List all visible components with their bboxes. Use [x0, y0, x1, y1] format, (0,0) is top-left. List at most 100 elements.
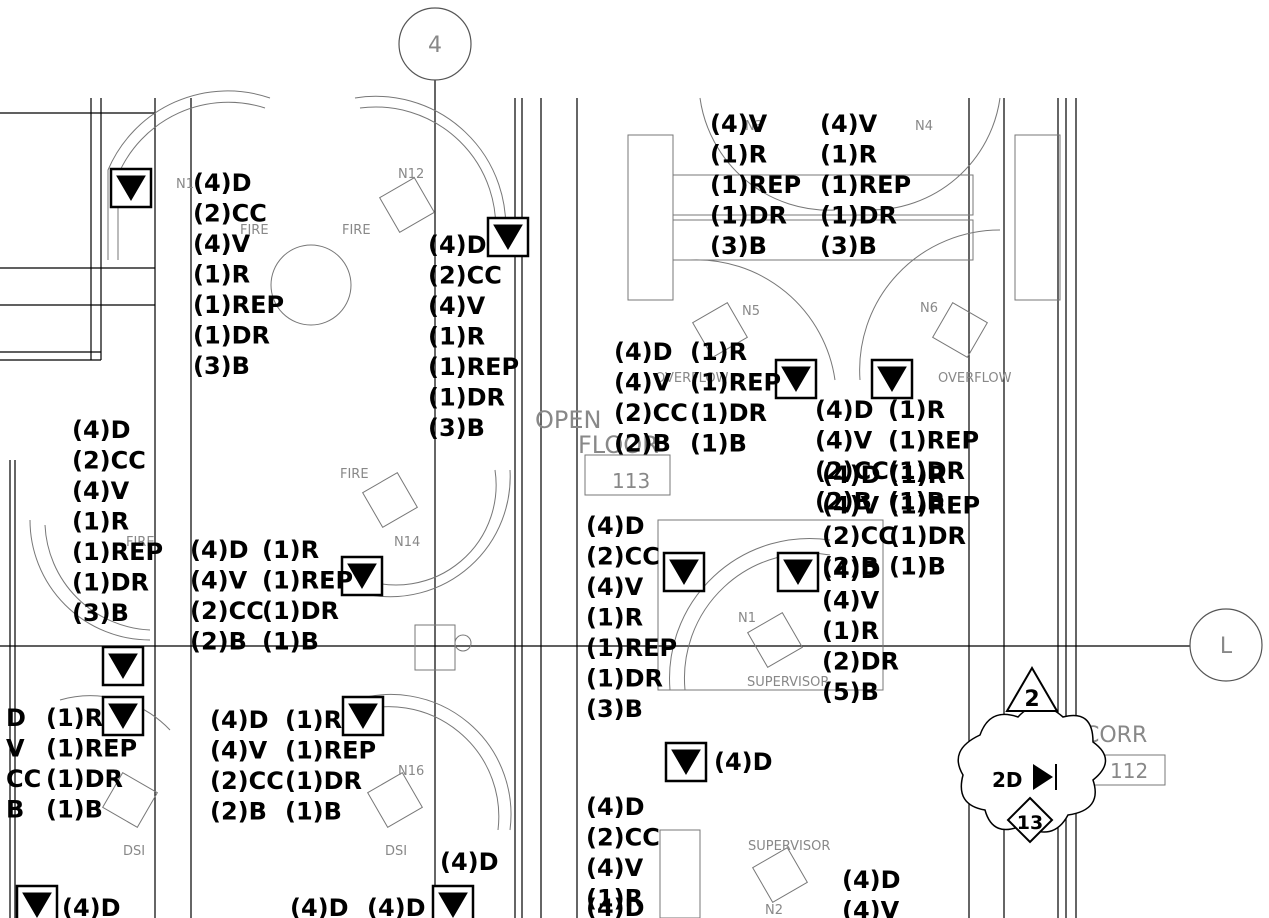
outlet-markers — [15, 167, 914, 918]
outlet-marker-icon — [101, 695, 145, 737]
furniture-code: (4)V — [586, 573, 644, 601]
room-labels: OPEN FLOOR 113 CORR 112 — [535, 406, 1148, 783]
ws-label: N16 — [398, 764, 424, 779]
outlet-marker-icon — [664, 741, 708, 783]
furniture-code: (4)V — [193, 230, 251, 258]
furniture-code: (4)D — [586, 793, 645, 821]
furniture-code: (1)R — [586, 885, 643, 913]
grid-bubble-l: L — [1189, 608, 1263, 682]
furniture-code: (1)R — [262, 536, 319, 564]
furniture-code: (4)D — [586, 512, 645, 540]
furniture-code: (5)B — [822, 678, 879, 706]
ws-label: N1 — [176, 177, 194, 192]
furniture-code: (2)B — [210, 798, 267, 826]
furniture-code: (4)V — [822, 587, 880, 615]
furniture-code: (4)D — [210, 706, 269, 734]
furniture-code: (1)REP — [889, 492, 980, 520]
furniture-code: (1)REP — [586, 634, 677, 662]
furniture-code: (4)V — [586, 854, 644, 882]
room-number-112: 112 — [1110, 759, 1148, 783]
furniture-code: (1)R — [888, 396, 945, 424]
furniture-code: (1)DR — [690, 399, 767, 427]
furniture-code: (1)B — [285, 798, 342, 826]
furniture-code: (4)V — [428, 292, 486, 320]
furniture-code: (1)DR — [710, 202, 787, 230]
furniture-code-labels: (4)D(2)CC(4)V(1)R(1)REP(1)DR(3)B(4)D(2)C… — [6, 110, 980, 918]
furniture-code: (4)D — [428, 231, 487, 259]
furniture-code: (4)V — [614, 369, 672, 397]
furniture-code: (2)B — [822, 553, 879, 581]
furniture-code: (2)CC — [210, 767, 284, 795]
ws-label: FIRE — [342, 223, 371, 238]
grid-bubble-4-label: 4 — [428, 33, 442, 58]
outlet-marker-icon — [431, 884, 475, 918]
furniture-code: (1)R — [285, 706, 342, 734]
furniture-code: (1)R — [586, 604, 643, 632]
ws-label: FIRE — [340, 467, 369, 482]
furniture-code: (2)CC — [586, 824, 660, 852]
furniture-code: (4)D — [614, 338, 673, 366]
furniture-code: (1)R — [822, 617, 879, 645]
outlet-marker-icon — [776, 551, 820, 593]
furniture-code: (4)V — [822, 492, 880, 520]
furniture-code: (2)CC — [193, 200, 267, 228]
furniture-code: (4)V — [710, 110, 768, 138]
furniture-code: (1)REP — [710, 171, 801, 199]
outlet-marker-icon — [109, 167, 153, 209]
furniture-code: (1)REP — [820, 171, 911, 199]
outlet-marker-icon — [774, 358, 818, 400]
furniture-code: (3)B — [710, 232, 767, 260]
furniture-code: (1)B — [690, 430, 747, 458]
furniture-code: (2)CC — [614, 399, 688, 427]
furniture-code: (4)V — [842, 897, 900, 918]
furniture-code: (1)REP — [46, 735, 137, 763]
room-name-floor: FLOOR — [578, 431, 659, 459]
furniture-code: (4)V — [210, 737, 268, 765]
furniture-code: (1)REP — [72, 538, 163, 566]
furniture-code: (2)DR — [822, 648, 899, 676]
ws-label: OVERFLOW — [938, 371, 1012, 386]
furniture-code: (1)DR — [72, 569, 149, 597]
outlet-marker-icon — [662, 551, 706, 593]
ws-label: SUPERVISOR — [747, 675, 829, 690]
furniture-code: (3)B — [586, 695, 643, 723]
ws-label: N1 — [738, 611, 756, 626]
revision-triangle-label: 2 — [1024, 687, 1039, 712]
furniture-code: (4)V — [815, 427, 873, 455]
furniture-code: (1)DR — [285, 767, 362, 795]
furniture-code: (1)R — [193, 261, 250, 289]
furniture-code: (4)D — [190, 536, 249, 564]
ws-label: OVERFLOW — [655, 371, 729, 386]
grid-bubble-l-label: L — [1220, 634, 1233, 659]
furniture-code: (2)CC — [822, 522, 896, 550]
furniture-code: (1)B — [46, 796, 103, 824]
furniture-code: (4)D — [714, 748, 773, 776]
ws-label: FIRE — [240, 223, 269, 238]
furniture-code: (1)DR — [820, 202, 897, 230]
furniture-code: CC — [6, 765, 41, 793]
furniture-code: (1)B — [889, 553, 946, 581]
furniture-code: (3)B — [193, 352, 250, 380]
furniture-code: B — [6, 796, 24, 824]
furniture-code: (2)CC — [72, 447, 146, 475]
furniture-code: (1)R — [46, 704, 103, 732]
revision-diamond-label: 13 — [1017, 812, 1043, 834]
furniture-code: (1)R — [710, 141, 767, 169]
furniture-code: (1)R — [72, 508, 129, 536]
furniture-code: (1)REP — [428, 353, 519, 381]
furniture-code: (1)R — [820, 141, 877, 169]
furniture-code: (1)REP — [285, 737, 376, 765]
furniture-code: (4)V — [820, 110, 878, 138]
furniture-code: (1)REP — [193, 291, 284, 319]
furniture-code: (2)B — [815, 488, 872, 516]
furniture-code: (1)REP — [262, 567, 353, 595]
furniture-code: (4)D — [822, 461, 881, 489]
furniture-code: (1)DR — [428, 384, 505, 412]
furniture-code: (4)D — [367, 894, 426, 918]
furniture-code: (4)V — [72, 477, 130, 505]
furniture-code: (4)D — [62, 894, 121, 918]
outlet-marker-icon — [486, 216, 530, 258]
furniture-code: (2)B — [614, 430, 671, 458]
furniture-code: (1)R — [690, 338, 747, 366]
